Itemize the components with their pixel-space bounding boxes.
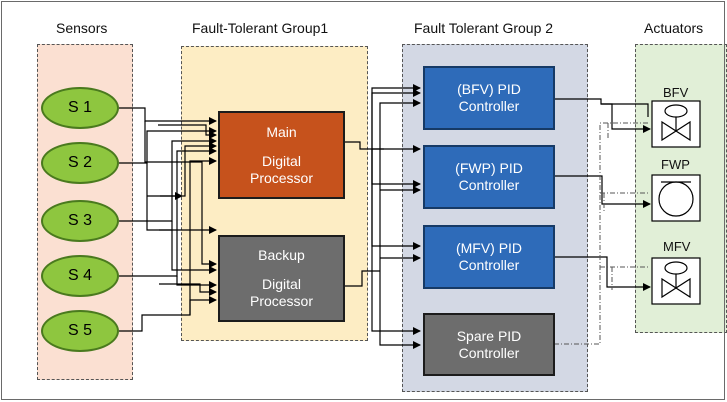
spare-controller-line1: Spare PID — [456, 327, 522, 344]
group1-title: Fault-Tolerant Group1 — [192, 20, 329, 36]
bfv-pid-controller: (BFV) PID Controller — [423, 66, 555, 130]
valve-icon — [651, 100, 701, 148]
actuator-label-mfv: MFV — [663, 239, 691, 254]
mfv-pid-controller: (MFV) PID Controller — [423, 225, 555, 289]
pump-icon — [651, 174, 701, 222]
actuators-title: Actuators — [644, 20, 704, 36]
backup-processor-line3: Processor — [249, 293, 314, 309]
sensor-s4: S 4 — [41, 255, 119, 297]
valve-icon — [651, 257, 701, 305]
fwp-pid-controller: (FWP) PID Controller — [423, 145, 555, 209]
sensor-s3: S 3 — [41, 200, 119, 242]
main-processor-line2: Digital — [262, 152, 301, 169]
sensor-s1: S 1 — [41, 87, 119, 129]
fwp-controller-line2: Controller — [458, 177, 520, 193]
fwp-controller-line1: (FWP) PID — [455, 160, 523, 176]
sensors-title: Sensors — [56, 20, 108, 36]
main-digital-processor: Main Digital Processor — [218, 111, 345, 199]
actuator-label-fwp: FWP — [661, 157, 690, 172]
bfv-controller-line2: Controller — [458, 98, 520, 114]
sensor-s2: S 2 — [41, 142, 119, 184]
spare-pid-controller: Spare PID Controller — [423, 313, 555, 376]
sensor-s5: S 5 — [41, 310, 119, 352]
spare-controller-line2: Controller — [458, 344, 520, 361]
main-processor-line3: Processor — [249, 169, 314, 186]
backup-digital-processor: Backup Digital Processor — [218, 235, 345, 322]
backup-processor-line1: Backup — [258, 247, 305, 263]
actuator-label-bfv: BFV — [663, 85, 689, 100]
mfv-controller-line2: Controller — [458, 257, 520, 273]
backup-processor-line2: Digital — [262, 276, 301, 292]
mfv-controller-line1: (MFV) PID — [455, 240, 523, 256]
bfv-controller-line1: (BFV) PID — [457, 81, 521, 97]
group2-title: Fault Tolerant Group 2 — [414, 20, 554, 36]
main-processor-line1: Main — [266, 123, 297, 140]
